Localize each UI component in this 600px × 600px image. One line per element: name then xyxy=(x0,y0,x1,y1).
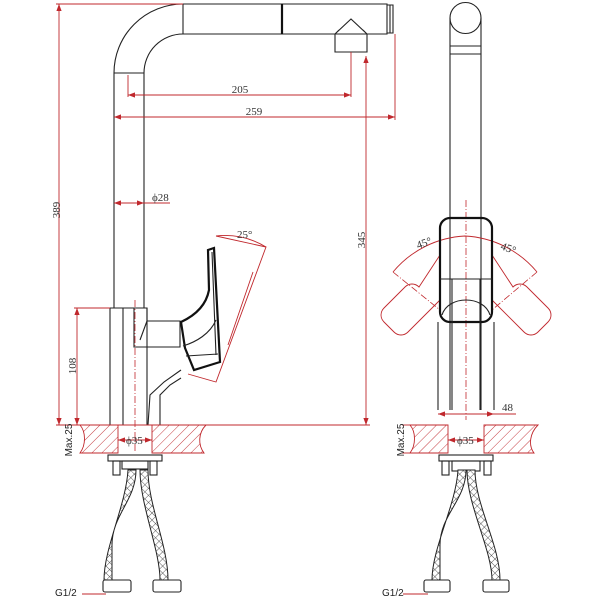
dim-body-height: 108 xyxy=(67,357,79,374)
dim-overall-length: 259 xyxy=(246,106,263,118)
front-supply-hoses xyxy=(403,469,510,595)
front-dim-connection: G1/2 xyxy=(382,588,404,599)
dim-overall-height: 389 xyxy=(51,201,63,218)
lever-handle xyxy=(179,235,267,383)
front-countertop-section xyxy=(402,424,540,454)
countertop-section xyxy=(79,424,208,454)
dim-right-angle: 45° xyxy=(499,241,518,258)
dim-hole-diameter: ϕ35 xyxy=(126,435,143,447)
front-handle xyxy=(437,216,495,410)
spray-head xyxy=(334,18,368,53)
dim-spout-reach: 205 xyxy=(232,84,249,96)
dim-connection: G1/2 xyxy=(55,588,77,599)
stem-outline xyxy=(449,1,482,410)
dim-max-counter: Max.25 xyxy=(64,423,75,456)
front-dim-max-counter: Max.25 xyxy=(396,423,407,456)
front-dim-hole-diameter: ϕ35 xyxy=(457,435,474,447)
faucet-body xyxy=(109,300,182,453)
dim-left-angle: 45° xyxy=(415,235,434,252)
supply-hoses xyxy=(82,469,182,595)
dim-base-diameter: 48 xyxy=(502,402,514,414)
mounting-hardware xyxy=(107,454,163,476)
spout-outline xyxy=(113,3,394,308)
front-mounting-hardware xyxy=(438,454,494,476)
dimension-lines xyxy=(56,3,396,426)
side-view: 389 205 259 ϕ28 25° 345 108 Max.25 ϕ35 G… xyxy=(51,3,396,599)
dim-lever-angle: 25° xyxy=(237,229,252,241)
dim-pipe-diameter: ϕ28 xyxy=(152,192,169,204)
dim-spout-height: 345 xyxy=(356,231,368,248)
lever-rotated-positions xyxy=(380,200,552,420)
front-view: 45° 45° 48 Max.25 ϕ35 G1/2 xyxy=(380,1,552,599)
